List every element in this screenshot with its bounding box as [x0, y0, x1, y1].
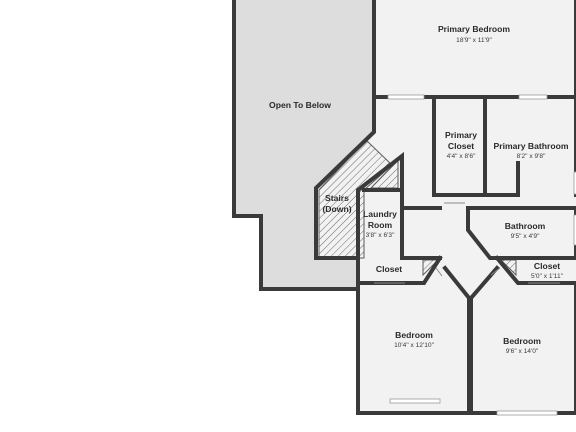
- open-to-below-area: [234, 0, 374, 289]
- walls: [232, 0, 576, 415]
- laundry-room-label-line1: Laundry: [363, 209, 397, 219]
- primary-closet-label-line2: Closet: [448, 141, 474, 151]
- window-bedroom-left: [389, 398, 441, 404]
- room-labels: Primary Bedroom 18'9" x 11'9" Open To Be…: [269, 24, 569, 355]
- openings: [374, 94, 576, 416]
- bathroom-dims: 9'5" x 4'9": [511, 233, 540, 240]
- laundry-room-label-line2: Room: [368, 220, 393, 230]
- closet-right-dims: 5'0" x 1'11": [531, 273, 564, 280]
- primary-bedroom-dims: 18'9" x 11'9": [456, 37, 492, 44]
- bedroom-right-dims: 9'6" x 14'0": [506, 348, 539, 355]
- window-primary-bedroom-2: [518, 94, 548, 100]
- window-bathroom: [573, 214, 576, 246]
- open-to-below-label: Open To Below: [269, 100, 331, 110]
- bathroom-label: Bathroom: [505, 221, 546, 231]
- closet-right-label: Closet: [534, 261, 560, 271]
- primary-closet-label-line1: Primary: [445, 130, 477, 140]
- window-primary-bath: [573, 171, 576, 195]
- floor-fills: [234, 0, 576, 413]
- primary-closet-dims: 4'4" x 8'6": [447, 153, 476, 160]
- window-primary-bedroom-1: [387, 94, 425, 100]
- primary-bathroom-label: Primary Bathroom: [494, 141, 569, 151]
- primary-bathroom-dims: 8'2" x 9'8": [517, 153, 546, 160]
- bedroom-right-label: Bedroom: [503, 336, 541, 346]
- main-floor-area: [316, 0, 576, 413]
- bedroom-left-dims: 10'4" x 12'10": [394, 342, 434, 349]
- primary-bedroom-label: Primary Bedroom: [438, 24, 510, 34]
- laundry-room-dims: 3'8" x 6'3": [366, 232, 395, 239]
- closet-left-label: Closet: [376, 264, 402, 274]
- stairs-label-line2: (Down): [322, 204, 351, 214]
- bedroom-left-label: Bedroom: [395, 330, 433, 340]
- stairs-label-line1: Stairs: [325, 193, 349, 203]
- window-bedroom-right: [496, 410, 558, 416]
